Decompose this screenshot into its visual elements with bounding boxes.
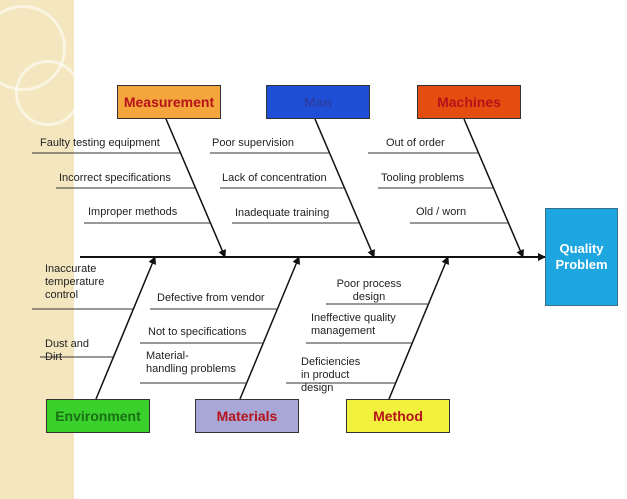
category-man: Man — [266, 85, 370, 119]
cause-label-multiline: Inaccurate temperature control — [45, 263, 104, 302]
cause-label-multiline: Deficiencies in product design — [301, 356, 360, 395]
cause-label-line: Dust and — [45, 338, 90, 350]
cause-label-line: control — [45, 289, 79, 301]
category-measurement: Measurement — [117, 85, 221, 119]
bone-machines — [463, 118, 524, 258]
decorative-arc — [15, 60, 81, 126]
category-environment: Environment — [46, 399, 150, 433]
cause-label-multiline: Dust and Dirt — [45, 338, 89, 364]
category-materials: Materials — [195, 399, 299, 433]
bone-measurement — [165, 118, 226, 258]
category-machines: Machines — [417, 85, 521, 119]
bone-method — [388, 256, 450, 400]
bone-materials — [239, 256, 301, 400]
effect-line: Problem — [555, 257, 608, 272]
bone-man — [314, 118, 375, 258]
cause-label: Out of order — [386, 137, 445, 149]
cause-label: Inadequate training — [235, 207, 330, 219]
cause-label-line: Inaccurate — [45, 263, 97, 275]
cause-label-multiline: Ineffective quality management — [311, 312, 396, 338]
cause-label-line: management — [311, 325, 376, 337]
cause-label: Not to specifications — [148, 326, 247, 338]
cause-label: Poor supervision — [212, 137, 294, 149]
cause-label: Incorrect specifications — [59, 172, 171, 184]
cause-label-line: temperature — [45, 276, 105, 288]
cause-label-line: in product — [301, 369, 350, 381]
cause-label: Defective from vendor — [157, 292, 265, 304]
cause-label: Tooling problems — [381, 172, 465, 184]
effect-quality-problem: Quality Problem — [545, 208, 618, 306]
cause-label-line: Deficiencies — [301, 356, 361, 368]
category-method: Method — [346, 399, 450, 433]
cause-label: Lack of concentration — [222, 172, 327, 184]
cause-label: Improper methods — [88, 206, 178, 218]
bone-environment — [95, 256, 157, 400]
cause-label-line: design — [352, 291, 386, 303]
cause-label-multiline: Material- handling problems — [146, 350, 236, 376]
cause-label-line: Ineffective quality — [311, 312, 396, 324]
cause-label-multiline: Poor process design — [326, 278, 412, 304]
cause-label-line: design — [301, 382, 334, 394]
cause-label-line: Material- — [146, 350, 189, 362]
cause-label-line: Dirt — [45, 351, 63, 363]
cause-label-line: Poor process — [336, 278, 402, 290]
cause-label-line: handling problems — [146, 363, 236, 375]
cause-label: Old / worn — [416, 206, 467, 218]
decorative-side-panel — [0, 0, 81, 499]
cause-label: Faulty testing equipment — [40, 137, 160, 149]
effect-line: Quality — [559, 241, 604, 256]
